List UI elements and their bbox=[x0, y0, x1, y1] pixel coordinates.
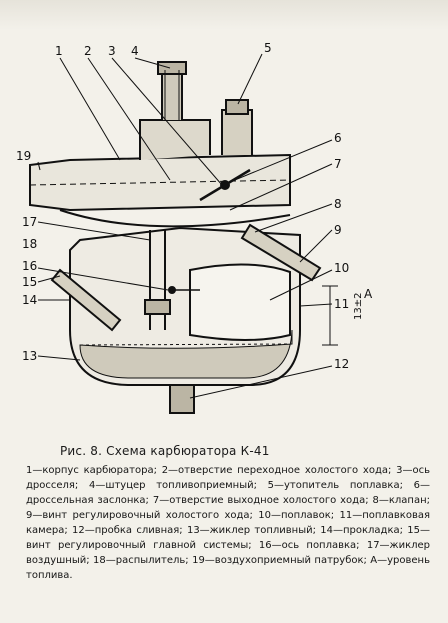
fuel-level bbox=[79, 329, 293, 379]
main-adjust-screw bbox=[50, 268, 122, 332]
callout-11: 11 bbox=[334, 297, 349, 311]
drain-plug bbox=[169, 384, 195, 414]
float bbox=[189, 263, 291, 341]
callout-13: 13 bbox=[22, 349, 37, 363]
callout-15: 15 bbox=[22, 275, 37, 289]
float-depressor bbox=[221, 109, 253, 155]
callout-18: 18 bbox=[22, 237, 37, 251]
callout-9: 9 bbox=[334, 223, 342, 237]
previous-page-bleed bbox=[0, 0, 448, 30]
callout-10: 10 bbox=[334, 261, 349, 275]
callout-12: 12 bbox=[334, 357, 349, 371]
figure-legend: 1—корпус карбюратора; 2—отверстие перехо… bbox=[26, 463, 430, 583]
callout-8: 8 bbox=[334, 197, 342, 211]
callout-level-a: А bbox=[364, 287, 373, 301]
callout-14: 14 bbox=[22, 293, 37, 307]
callout-17: 17 bbox=[22, 215, 37, 229]
carburetor-diagram: 1 2 3 4 5 6 7 8 9 10 11 12 13 14 15 16 1… bbox=[16, 41, 373, 414]
callout-19: 19 bbox=[16, 149, 31, 163]
callout-2: 2 bbox=[84, 44, 92, 58]
callout-5: 5 bbox=[264, 41, 272, 55]
callout-6: 6 bbox=[334, 131, 342, 145]
callout-3: 3 bbox=[108, 44, 116, 58]
level-dimension: 13±2 bbox=[353, 293, 364, 320]
legend-text: 1—корпус карбюратора; 2—отверстие перехо… bbox=[26, 465, 430, 581]
callout-1: 1 bbox=[55, 44, 63, 58]
callout-7: 7 bbox=[334, 157, 342, 171]
throttle-body bbox=[139, 119, 211, 160]
figure-caption: Рис. 8. Схема карбюратора К-41 bbox=[60, 444, 270, 458]
callout-16: 16 bbox=[22, 259, 37, 273]
callout-4: 4 bbox=[131, 44, 139, 58]
